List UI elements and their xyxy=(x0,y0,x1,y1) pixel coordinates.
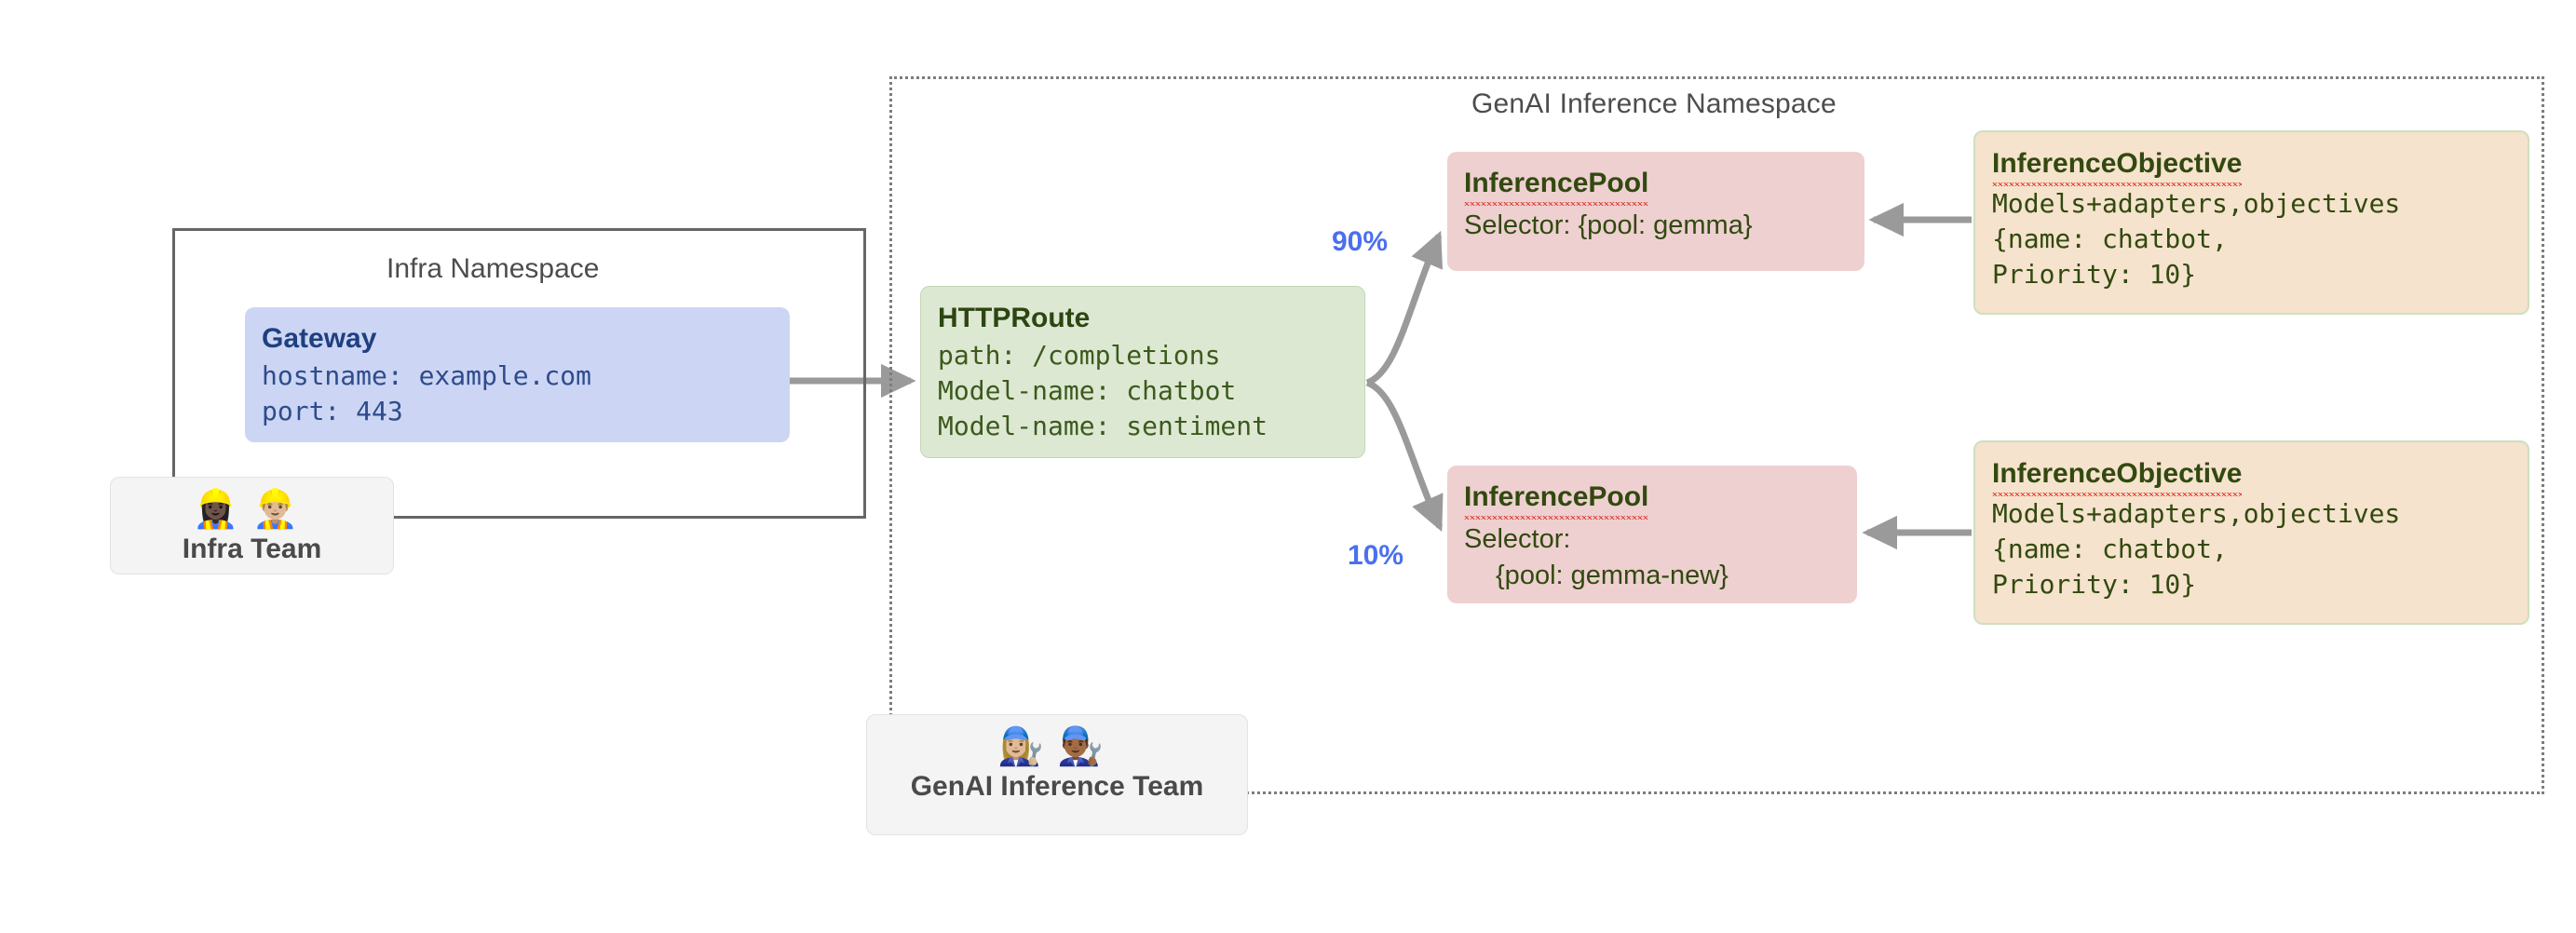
inferenceobjective-top-line-name: {name: chatbot, xyxy=(1992,223,2228,254)
inferenceobjective-bottom-title: InferenceObjective xyxy=(1992,455,2243,496)
inferencepool-gemma-node[interactable]: InferencePool Selector: {pool: gemma} xyxy=(1447,152,1864,271)
httproute-model-name-sentiment: Model-name: sentiment xyxy=(938,410,1268,441)
infra-team-box[interactable]: 👷🏿‍♀️👷🏼‍♂️ Infra Team xyxy=(110,477,394,575)
infra-team-people-icon: 👷🏿‍♀️👷🏼‍♂️ xyxy=(192,488,312,531)
inferenceobjective-bottom-line-name: {name: chatbot, xyxy=(1992,533,2228,564)
httproute-title: HTTPRoute xyxy=(938,303,1091,333)
inferencepool-gemma-selector: Selector: {pool: gemma} xyxy=(1464,210,1753,240)
infra-team-label: Infra Team xyxy=(182,534,322,564)
gateway-title: Gateway xyxy=(262,323,377,354)
inferencepool-gemma-new-selector-label: Selector: xyxy=(1464,523,1571,554)
inferenceobjective-bottom-line-models: Models+adapters,objectives xyxy=(1992,497,2401,529)
infra-namespace-container xyxy=(172,228,866,519)
inferenceobjective-top-line-models: Models+adapters,objectives xyxy=(1992,187,2401,219)
inferencepool-gemma-new-selector-value: {pool: gemma-new} xyxy=(1496,561,1729,591)
inferencepool-gemma-new-node[interactable]: InferencePool Selector: {pool: gemma-new… xyxy=(1447,466,1857,603)
inferencepool-gemma-new-title: InferencePool xyxy=(1464,479,1649,520)
inferenceobjective-top-line-priority: Priority: 10} xyxy=(1992,258,2197,290)
genai-inference-team-label: GenAI Inference Team xyxy=(910,771,1204,802)
gateway-port: port: 443 xyxy=(262,395,403,426)
edge-label-10-percent: 10% xyxy=(1348,540,1404,571)
genai-inference-team-people-icon: 👩🏼‍🔧👨🏾‍🔧 xyxy=(997,725,1117,768)
gateway-hostname: hostname: example.com xyxy=(262,359,592,391)
inferenceobjective-top-title: InferenceObjective xyxy=(1992,145,2243,186)
edge-label-90-percent: 90% xyxy=(1332,226,1389,257)
gateway-node[interactable]: Gateway hostname: example.com port: 443 xyxy=(245,307,790,442)
genai-inference-namespace-label: GenAI Inference Namespace xyxy=(1471,88,1837,119)
infra-namespace-label: Infra Namespace xyxy=(386,253,600,284)
inferencepool-gemma-title: InferencePool xyxy=(1464,165,1649,206)
httproute-path: path: /completions xyxy=(938,339,1221,371)
inferenceobjective-bottom-line-priority: Priority: 10} xyxy=(1992,568,2197,600)
httproute-model-name-chatbot: Model-name: chatbot xyxy=(938,374,1237,406)
inferenceobjective-top-node[interactable]: InferenceObjective Models+adapters,objec… xyxy=(1973,130,2529,315)
genai-inference-namespace-container xyxy=(889,76,2544,794)
httproute-node[interactable]: HTTPRoute path: /completions Model-name:… xyxy=(920,286,1365,459)
inferenceobjective-bottom-node[interactable]: InferenceObjective Models+adapters,objec… xyxy=(1973,440,2529,625)
genai-inference-team-box[interactable]: 👩🏼‍🔧👨🏾‍🔧 GenAI Inference Team xyxy=(866,714,1248,835)
